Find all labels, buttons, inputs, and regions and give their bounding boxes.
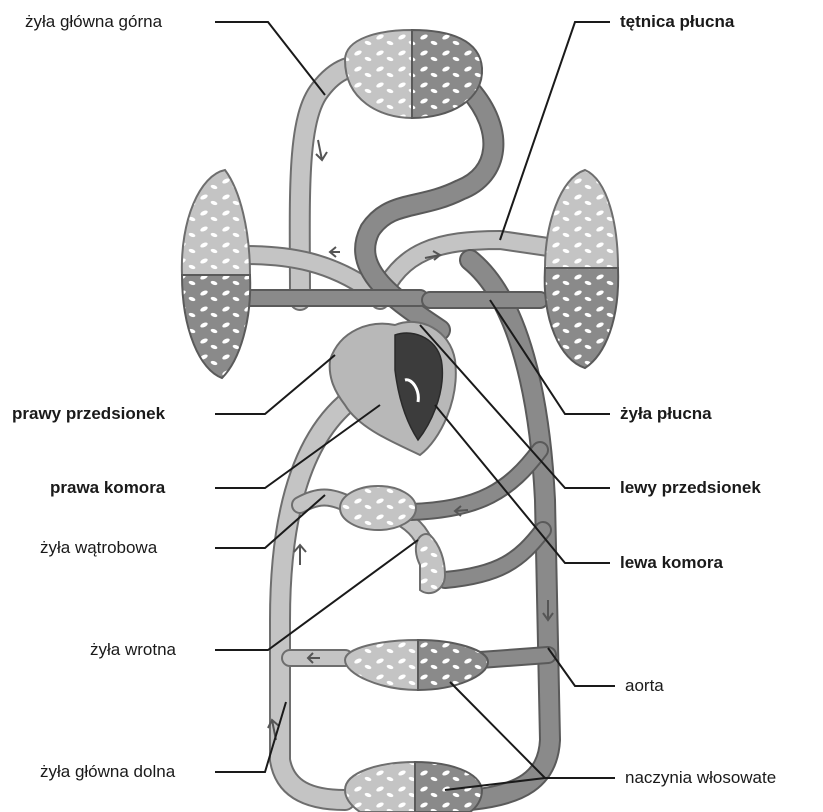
label-inferior-vena-cava: żyła główna dolna [40,762,175,782]
label-right-ventricle: prawa komora [50,478,165,498]
leader-superior-vena-cava [215,22,325,95]
label-pulmonary-artery: tętnica płucna [620,12,734,32]
label-left-atrium: lewy przedsionek [620,478,761,498]
label-left-ventricle: lewa komora [620,553,723,573]
label-superior-vena-cava: żyła główna górna [25,12,162,32]
leader-left-ventricle [435,405,610,563]
leader-portal-vein [215,540,418,650]
label-portal-vein: żyła wrotna [90,640,176,660]
lung-left [182,170,250,378]
label-aorta: aorta [625,676,664,696]
capillary-bed-gut [416,534,445,593]
capillary-bed-upper [345,30,482,118]
capillary-bed-liver [340,486,416,530]
lung-right [545,170,619,368]
capillary-bed-middle [345,640,488,690]
capillary-bed-lower [345,762,482,812]
label-hepatic-vein: żyła wątrobowa [40,538,157,558]
heart [330,322,456,455]
label-pulmonary-vein: żyła płucna [620,404,712,424]
label-right-atrium: prawy przedsionek [12,404,165,424]
label-capillaries: naczynia włosowate [625,768,776,788]
